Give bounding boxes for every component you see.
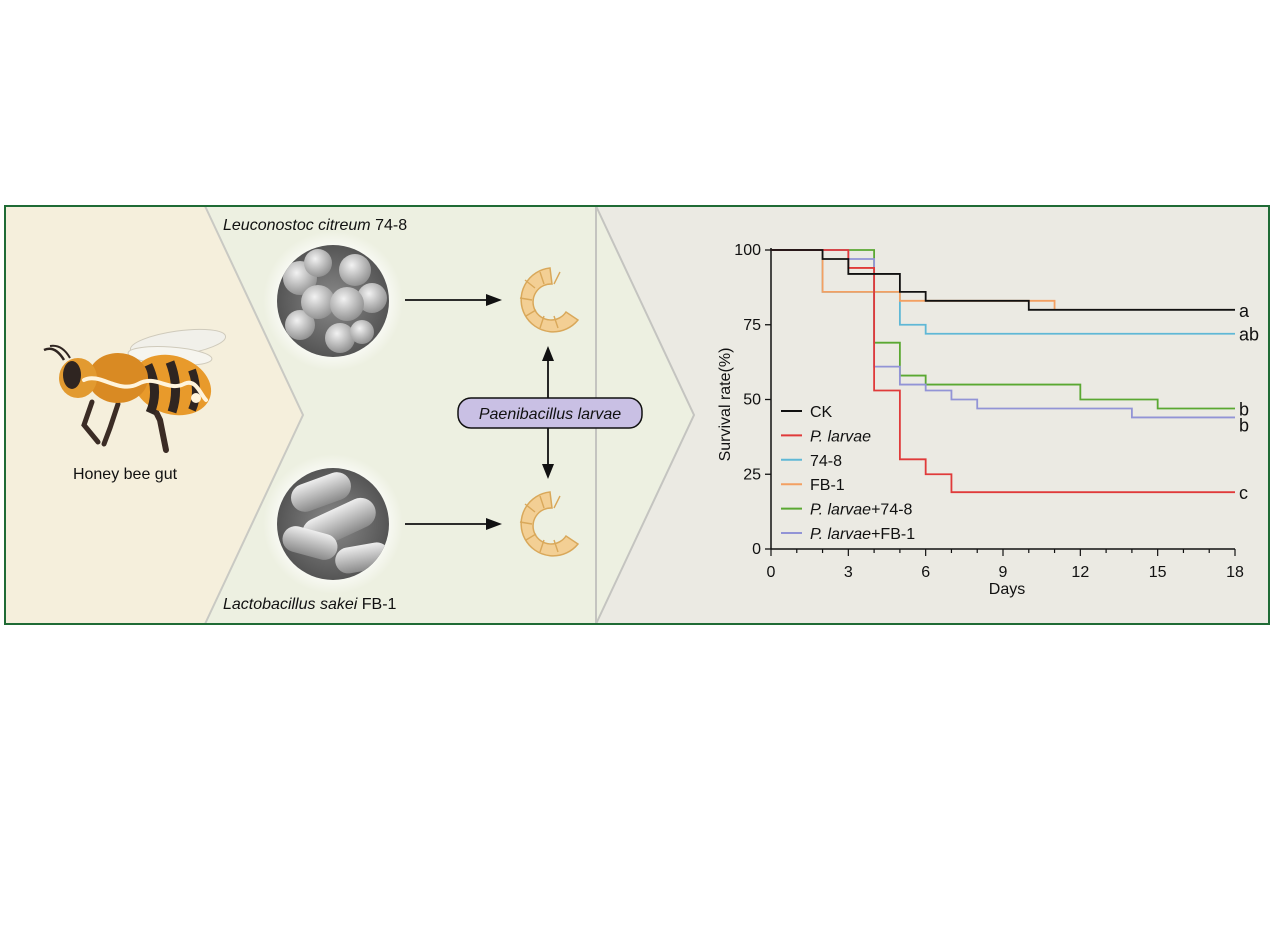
legend-label-plain: 74-8 <box>810 453 842 470</box>
bee-chevron-edge <box>204 205 305 625</box>
series-line-ck <box>771 249 1235 311</box>
pathogen-box <box>457 397 643 429</box>
significance-letter: c <box>1239 483 1248 503</box>
y-tick-label: 25 <box>743 466 761 483</box>
x-axis-label: Days <box>989 581 1025 598</box>
pathogen-double-arrow <box>542 346 554 479</box>
figure-border <box>4 205 1270 625</box>
x-tick-label: 15 <box>1149 564 1167 581</box>
larva-top-icon <box>519 267 580 333</box>
x-tick-label: 18 <box>1226 564 1244 581</box>
legend-label: P. larvae+74-8 <box>810 502 913 519</box>
legend-label: 74-8 <box>810 453 842 470</box>
legend-label: P. larvae <box>810 428 871 445</box>
top-strain-id: 74-8 <box>371 217 408 234</box>
y-tick-label: 75 <box>743 317 761 334</box>
top-strain-species: Leuconostoc citreum <box>223 217 371 234</box>
legend-label: FB-1 <box>810 477 845 494</box>
series-line-p-larvae-fb-1 <box>771 249 1235 419</box>
significance-letter: b <box>1239 399 1249 419</box>
legend-label-italic: P. larvae <box>810 502 871 519</box>
bee-panel-background <box>5 206 303 624</box>
pathogen-label: Paenibacillus larvae <box>479 406 621 423</box>
significance-letter: ab <box>1239 325 1259 345</box>
bottom-strain-id: FB-1 <box>357 596 396 613</box>
y-tick-label: 0 <box>752 541 761 558</box>
chart-significance-letters: a c ab bb <box>1239 301 1259 503</box>
x-tick-label: 3 <box>844 564 853 581</box>
legend-label-italic: P. larvae <box>810 526 871 543</box>
legend-label-plain: +74-8 <box>871 502 912 519</box>
legend-label-italic: P. larvae <box>810 428 871 445</box>
bottom-arrow-to-larva <box>405 518 502 530</box>
top-arrow-to-larva <box>405 294 502 306</box>
x-tick-label: 0 <box>767 564 776 581</box>
x-tick-label: 6 <box>921 564 930 581</box>
bee-label: Honey bee gut <box>73 466 178 483</box>
significance-letter: a <box>1239 301 1250 321</box>
significance-letter: b <box>1239 415 1249 435</box>
x-tick-label: 12 <box>1071 564 1089 581</box>
legend-label: CK <box>810 404 833 421</box>
honey-bee-icon <box>43 328 227 453</box>
legend-label-plain: FB-1 <box>810 477 845 494</box>
y-tick-label: 50 <box>743 392 761 409</box>
top-strain-label: Leuconostoc citreum 74-8 <box>223 217 407 234</box>
y-axis-label: Survival rate(%) <box>717 348 734 462</box>
bottom-strain-species: Lactobacillus sakei <box>223 596 358 613</box>
legend-label-plain: CK <box>810 404 833 421</box>
bottom-strain-label: Lactobacillus sakei FB-1 <box>223 596 397 613</box>
lactobacillus-sem-image <box>263 454 403 594</box>
legend-label-plain: +FB-1 <box>871 526 915 543</box>
leuconostoc-sem-image <box>263 231 403 371</box>
chart-series-lines <box>771 249 1235 494</box>
larva-bottom-icon <box>519 491 580 557</box>
y-tick-label: 100 <box>734 242 761 259</box>
legend-label: P. larvae+FB-1 <box>810 526 915 543</box>
x-tick-label: 9 <box>999 564 1008 581</box>
